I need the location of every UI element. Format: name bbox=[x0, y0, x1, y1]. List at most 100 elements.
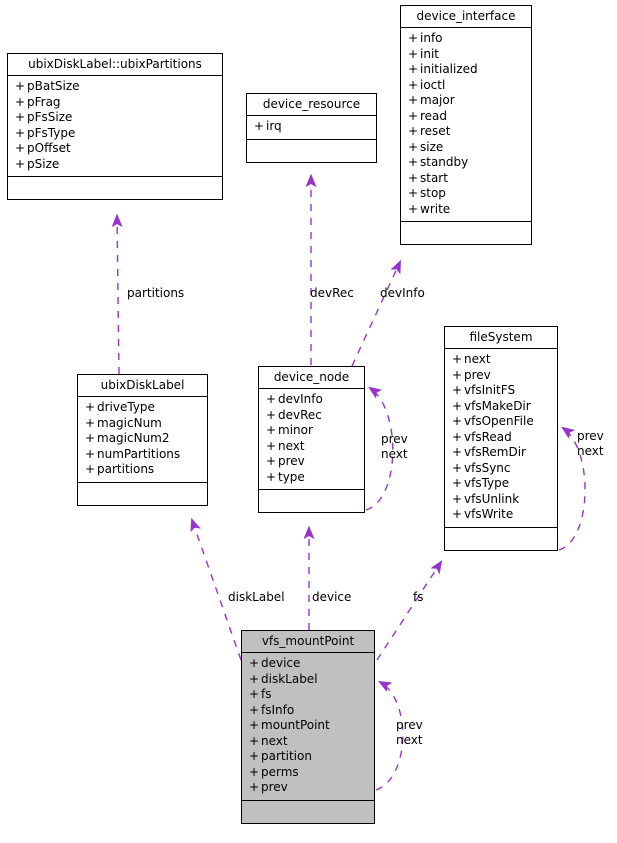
attribute-row: +vfsRemDir bbox=[452, 445, 551, 461]
visibility-public-icon: + bbox=[15, 156, 26, 171]
attribute-row: +vfsInitFS bbox=[452, 383, 551, 399]
attribute-label: vfsInitFS bbox=[464, 383, 516, 397]
visibility-public-icon: + bbox=[249, 733, 260, 748]
attribute-label: prev bbox=[464, 367, 491, 382]
attribute-label: prev bbox=[261, 780, 288, 794]
visibility-public-icon: + bbox=[85, 415, 96, 430]
attribute-row: +vfsWrite bbox=[452, 507, 551, 523]
attribute-label: standby bbox=[420, 155, 469, 169]
class-title-device-interface: device_interface bbox=[401, 6, 531, 28]
attribute-row: +numPartitions bbox=[85, 447, 201, 463]
class-box-device-node[interactable]: device_node +devInfo +devRec +minor +nex… bbox=[258, 366, 365, 513]
attribute-row: +stop bbox=[408, 186, 525, 202]
class-attributes-file-system: +next +prev +vfsInitFS +vfsMakeDir +vfsO… bbox=[445, 349, 557, 528]
attribute-row: +perms bbox=[249, 765, 368, 781]
edge-label-vfs-prev-next: prev next bbox=[396, 718, 423, 747]
edge-vfs-mountpoint-self bbox=[375, 682, 404, 791]
attribute-label: next bbox=[278, 438, 305, 453]
class-attributes-vfs-mountpoint: +device +diskLabel +fs +fsInfo +mountPoi… bbox=[242, 653, 374, 801]
edge-fs bbox=[376, 562, 441, 661]
attribute-row: +prev bbox=[249, 780, 368, 796]
visibility-public-icon: + bbox=[408, 46, 419, 61]
edge-label-filesystem-prev-next: prev next bbox=[577, 429, 604, 458]
visibility-public-icon: + bbox=[15, 79, 26, 93]
attribute-row: +vfsRead bbox=[452, 430, 551, 446]
visibility-public-icon: + bbox=[408, 93, 419, 107]
attribute-row: +vfsUnlink bbox=[452, 492, 551, 508]
attribute-label: initialized bbox=[420, 62, 478, 76]
class-operations-vfs-mountpoint bbox=[242, 801, 374, 823]
attribute-row: +next bbox=[266, 439, 358, 455]
visibility-public-icon: + bbox=[266, 438, 277, 453]
class-box-device-resource[interactable]: device_resource +irq bbox=[246, 93, 377, 163]
visibility-public-icon: + bbox=[15, 110, 26, 124]
visibility-public-icon: + bbox=[249, 749, 260, 763]
attribute-label: next bbox=[464, 352, 491, 366]
visibility-public-icon: + bbox=[408, 108, 419, 123]
class-operations-file-system bbox=[445, 528, 557, 550]
attribute-label: pFsType bbox=[27, 125, 76, 140]
attribute-label: pFrag bbox=[27, 94, 61, 109]
class-title-ubix-disk-label: ubixDiskLabel bbox=[78, 375, 207, 397]
attribute-row: +major bbox=[408, 93, 525, 109]
visibility-public-icon: + bbox=[408, 77, 419, 92]
attribute-row: +devInfo bbox=[266, 392, 358, 408]
attribute-row: +standby bbox=[408, 155, 525, 171]
visibility-public-icon: + bbox=[85, 431, 96, 445]
attribute-row: +vfsSync bbox=[452, 461, 551, 477]
visibility-public-icon: + bbox=[249, 780, 260, 794]
class-box-vfs-mountpoint[interactable]: vfs_mountPoint +device +diskLabel +fs +f… bbox=[241, 630, 375, 824]
visibility-public-icon: + bbox=[452, 398, 463, 413]
attribute-label: size bbox=[420, 139, 444, 154]
edge-partitions bbox=[117, 216, 119, 375]
class-box-ubix-disk-label[interactable]: ubixDiskLabel +driveType +magicNum +magi… bbox=[77, 374, 208, 506]
visibility-public-icon: + bbox=[85, 400, 96, 414]
class-box-file-system[interactable]: fileSystem +next +prev +vfsInitFS +vfsMa… bbox=[444, 326, 558, 551]
visibility-public-icon: + bbox=[249, 718, 260, 732]
attribute-row: +write bbox=[408, 202, 525, 218]
edge-label-diskLabel: diskLabel bbox=[228, 590, 285, 604]
attribute-label: partition bbox=[261, 749, 312, 763]
attribute-row: +init bbox=[408, 47, 525, 63]
attribute-row: +start bbox=[408, 171, 525, 187]
visibility-public-icon: + bbox=[452, 352, 463, 366]
attribute-label: partitions bbox=[97, 462, 155, 476]
attribute-label: type bbox=[278, 469, 305, 484]
visibility-public-icon: + bbox=[408, 139, 419, 154]
attribute-label: numPartitions bbox=[97, 446, 181, 461]
visibility-public-icon: + bbox=[452, 445, 463, 459]
visibility-public-icon: + bbox=[408, 201, 419, 216]
visibility-public-icon: + bbox=[452, 429, 463, 444]
attribute-label: devRec bbox=[278, 407, 322, 422]
visibility-public-icon: + bbox=[452, 383, 463, 397]
edge-diskLabel bbox=[192, 520, 242, 661]
class-box-device-interface[interactable]: device_interface +info +init +initialize… bbox=[400, 5, 532, 245]
attribute-row: +next bbox=[249, 734, 368, 750]
attribute-label: device bbox=[261, 656, 301, 670]
visibility-public-icon: + bbox=[15, 141, 26, 155]
visibility-public-icon: + bbox=[249, 671, 260, 686]
class-box-ubix-partitions[interactable]: ubixDiskLabel::ubixPartitions +pBatSize … bbox=[7, 53, 223, 200]
attribute-row: +initialized bbox=[408, 62, 525, 78]
attribute-row: +type bbox=[266, 470, 358, 486]
class-operations-device-node bbox=[259, 490, 364, 512]
edge-label-fs: fs bbox=[413, 590, 424, 604]
attribute-row: +prev bbox=[452, 368, 551, 384]
attribute-row: +pFsType bbox=[15, 126, 216, 142]
attribute-label: next bbox=[261, 733, 288, 748]
attribute-label: vfsUnlink bbox=[464, 491, 520, 506]
visibility-public-icon: + bbox=[266, 392, 277, 406]
attribute-row: +pBatSize bbox=[15, 79, 216, 95]
attribute-row: +partitions bbox=[85, 462, 201, 478]
attribute-row: +mountPoint bbox=[249, 718, 368, 734]
visibility-public-icon: + bbox=[249, 687, 260, 701]
visibility-public-icon: + bbox=[408, 186, 419, 200]
attribute-row: +info bbox=[408, 31, 525, 47]
attribute-row: +reset bbox=[408, 124, 525, 140]
attribute-row: +driveType bbox=[85, 400, 201, 416]
visibility-public-icon: + bbox=[408, 170, 419, 185]
attribute-label: pSize bbox=[27, 156, 60, 171]
attribute-label: vfsWrite bbox=[464, 507, 514, 521]
